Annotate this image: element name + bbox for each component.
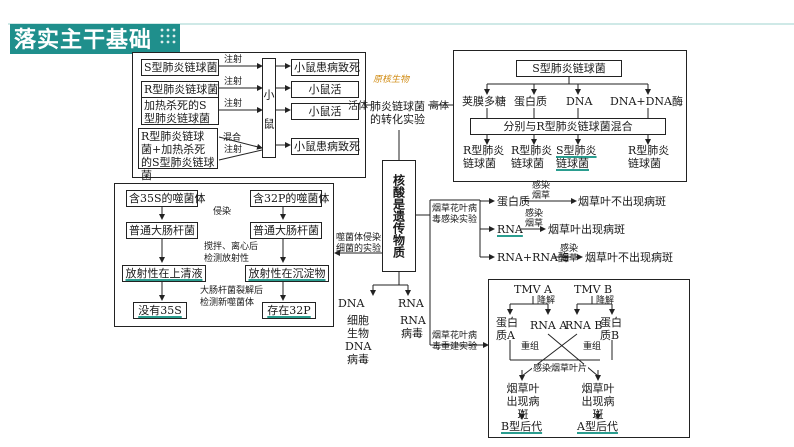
lysis-step: 大肠杆菌裂解后检测新噬菌体 <box>200 286 264 308</box>
outcome-4: R型肺炎链球菌 <box>628 144 670 170</box>
component-dna-dnase: DNA+DNA酶 <box>610 95 683 108</box>
tmv-arrow-2: 感染烟草 <box>525 209 544 229</box>
rna-label: RNA <box>398 297 424 310</box>
final-p32-text: 存在32P <box>267 304 311 317</box>
tmv-a: TMV A <box>514 283 552 296</box>
dot-pattern-icon <box>160 28 176 44</box>
inject-label-1: 注射 <box>224 55 243 65</box>
tmv-infect-label: 烟草花叶病毒感染实验 <box>432 204 478 225</box>
offspring-a: A型后代 <box>577 420 618 433</box>
component-protein: 蛋白质 <box>514 95 547 108</box>
phage-experiment-label: 噬菌体侵染细菌的实验 <box>336 233 382 254</box>
inject-label-4: 注射 <box>224 145 243 155</box>
avery-title: S型肺炎链球菌 <box>516 60 622 77</box>
bacteria-right: 普通大肠杆菌 <box>250 222 322 239</box>
lesion-left: 烟草叶出现病斑 <box>506 382 540 421</box>
dna-label: DNA <box>338 297 365 310</box>
protein-a: 蛋白质A <box>496 316 518 342</box>
page-title: 落实主干基础 <box>14 28 153 53</box>
griffith-row-1: S型肺炎链球菌 <box>141 59 219 76</box>
radioactivity-sediment: 放射性在沉淀物 <box>245 265 329 282</box>
radioactivity-sediment-text: 放射性在沉淀物 <box>248 267 326 280</box>
griffith-result-2: 小鼠活 <box>291 81 359 98</box>
avery-mix-box: 分别与R型肺炎链球菌混合 <box>470 118 666 135</box>
mouse-box: 小鼠 <box>262 58 276 158</box>
outcome-3: S型肺炎链球菌 <box>556 144 597 170</box>
in-vivo-label: 活体 <box>348 101 368 112</box>
final-s35: 没有35S <box>133 302 187 319</box>
rna-organisms: RNA病毒 <box>400 314 426 340</box>
tmv-arrow-3: 感染烟草 <box>560 244 579 264</box>
centrifuge-step: 搅拌、离心后检测放射性 <box>204 242 259 264</box>
dna-organisms: 细胞生物DNA病毒 <box>345 314 372 366</box>
recombine-left: 重组 <box>521 342 540 352</box>
mix-label: 混合 <box>223 133 242 143</box>
tmv-item-rna: RNA <box>497 223 523 236</box>
tmv-item-rna-rnase: RNA+RNA酶 <box>497 251 569 264</box>
inject-label-2: 注射 <box>224 77 243 87</box>
outcome-1: R型肺炎链球菌 <box>463 144 505 170</box>
final-s35-text: 没有35S <box>138 304 182 317</box>
tmv-rebuild-label: 烟草花叶病毒重建实验 <box>432 331 478 352</box>
offspring-b: B型后代 <box>501 420 543 433</box>
radioactivity-supernatant-text: 放射性在上清液 <box>125 267 203 280</box>
component-dna: DNA <box>566 95 593 108</box>
griffith-row-4: R型肺炎链球菌+加热杀死的S型肺炎链球菌 <box>138 128 218 182</box>
header-banner: 落实主干基础 <box>0 0 794 60</box>
radioactivity-supernatant: 放射性在上清液 <box>122 265 206 282</box>
tmv-result-3: 烟草叶不出现病斑 <box>585 251 673 264</box>
phage-p32-title: 含32P的噬菌体 <box>250 190 329 207</box>
bacteria-left: 普通大肠杆菌 <box>126 222 198 239</box>
tmv-item-protein: 蛋白质 <box>497 195 530 208</box>
title-bar <box>10 24 180 54</box>
rna-a: RNA A <box>530 319 568 332</box>
outcome-2: R型肺炎链球菌 <box>511 144 553 170</box>
griffith-result-3: 小鼠活 <box>291 103 359 120</box>
griffith-result-1: 小鼠患病致死 <box>291 59 360 76</box>
lesion-right: 烟草叶出现病斑 <box>581 382 615 421</box>
infect-leaf-label: 感染烟草叶片 <box>532 364 589 374</box>
infect-label: 侵染 <box>213 207 232 217</box>
component-polysaccharide: 荚膜多糖 <box>462 95 506 108</box>
core-concept-box: 核酸是遗传物质 <box>382 160 416 272</box>
tmv-b: TMV B <box>574 283 613 296</box>
tmv-arrow-1: 感染烟草 <box>532 181 551 201</box>
final-p32: 存在32P <box>262 302 316 319</box>
handwritten-note: 原核生物 <box>373 75 410 85</box>
degrade-a: 降解 <box>537 296 556 306</box>
inject-label-3: 注射 <box>224 99 243 109</box>
recombine-right: 重组 <box>583 342 602 352</box>
degrade-b: 降解 <box>596 296 615 306</box>
griffith-row-2: R型肺炎链球菌 <box>141 81 219 98</box>
protein-b: 蛋白质B <box>600 316 622 342</box>
in-vitro-label: 离体 <box>429 101 449 112</box>
conversion-experiment: 肺炎链球菌的转化实验 <box>370 100 425 126</box>
rna-b: RNA B <box>565 319 603 332</box>
griffith-result-4: 小鼠患病致死 <box>291 138 360 155</box>
tmv-result-2: 烟草叶出现病斑 <box>548 223 625 236</box>
tmv-result-1: 烟草叶不出现病斑 <box>578 195 666 208</box>
phage-s35-title: 含35S的噬菌体 <box>126 190 206 207</box>
griffith-row-3: 加热杀死的S型肺炎链球菌 <box>141 97 219 125</box>
